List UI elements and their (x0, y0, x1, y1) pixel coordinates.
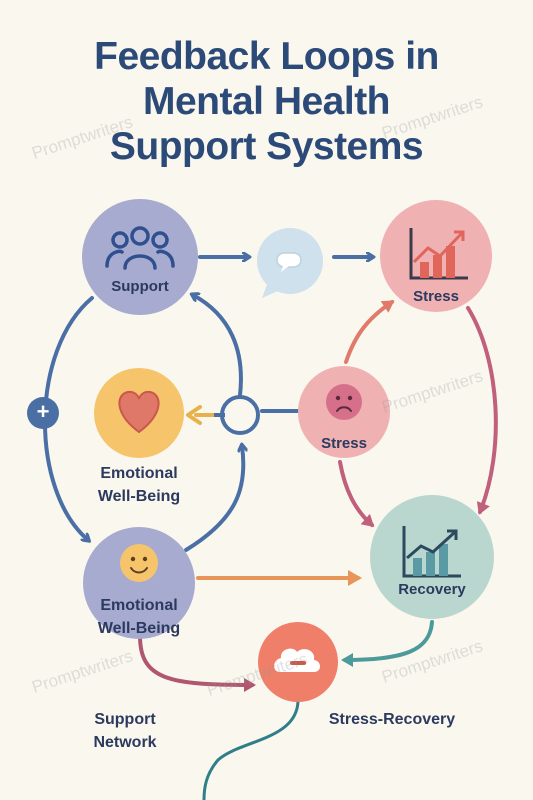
plus-badge (27, 397, 59, 429)
arrow-stress-mid-to-top (344, 300, 395, 364)
title-line-3: Support Systems (109, 125, 424, 168)
speech-bubble-tail (262, 282, 280, 298)
key-connector-icon (214, 395, 260, 435)
plus-sign: + (36, 399, 50, 424)
sad-face-icon (326, 384, 362, 420)
page-title: Feedback Loops in Mental Health Support … (0, 34, 533, 169)
arrow-key-to-emotional-head (186, 405, 202, 425)
arrow-emotional-to-key (184, 446, 243, 552)
support-network-label: Support Network (93, 711, 157, 751)
arrow-key-to-support (193, 295, 243, 397)
people-group-icon (105, 226, 175, 270)
title-line-1: Feedback Loops in (94, 35, 439, 78)
cloud-icon (274, 648, 320, 672)
support-label: Support (111, 278, 169, 295)
chart-up-icon-teal (402, 526, 461, 578)
arrow-recovery-to-minus (341, 620, 434, 667)
chat-icon (276, 252, 302, 272)
recovery-label: Recovery (398, 581, 466, 598)
stress-mid-label: Stress (321, 435, 367, 452)
heart-icon (118, 390, 160, 434)
emotional-wellbeing-label-1: Emotional Well-Being (97, 465, 181, 505)
smiley-icon (120, 544, 158, 582)
emotional-bottom-node (83, 527, 195, 639)
arrow-stress-mid-to-recovery (338, 460, 375, 527)
chart-up-icon-red (409, 228, 468, 280)
emotional-wellbeing-label-2: Emotional Well-Being (97, 597, 181, 637)
stress-recovery-label: Stress-Recovery (328, 711, 456, 728)
tail-line (202, 698, 300, 800)
arrow-stress-top-to-recovery (466, 306, 498, 515)
title-line-2: Mental Health (142, 80, 391, 123)
arrow-emotional-to-minus (138, 634, 256, 692)
stress-top-label: Stress (413, 288, 459, 305)
